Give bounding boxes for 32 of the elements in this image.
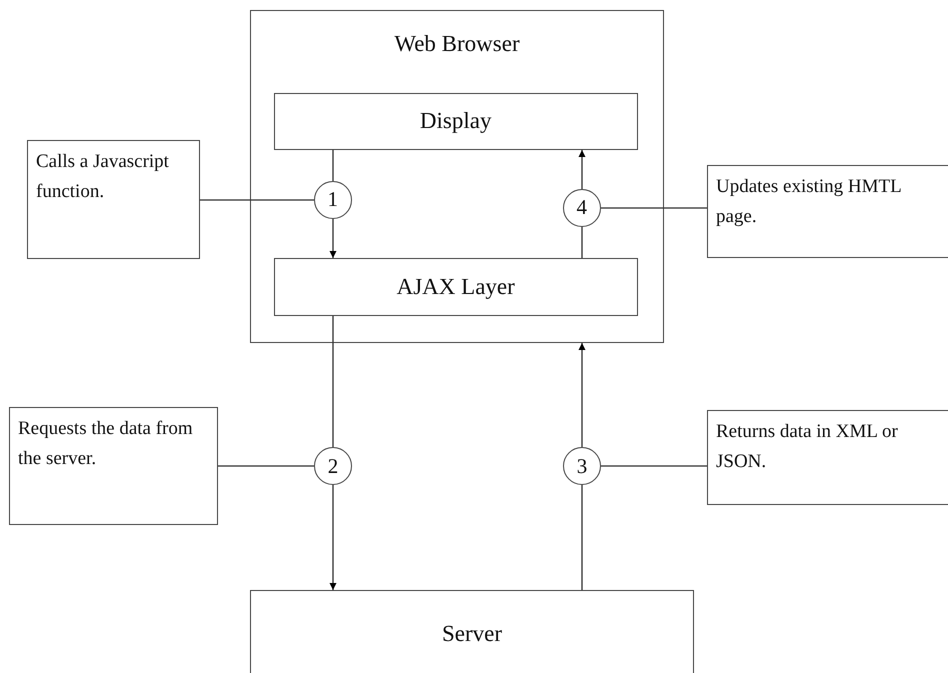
box-label: Server: [442, 621, 502, 647]
leader-line: [200, 199, 314, 201]
process-box: [274, 258, 638, 316]
note-box: [707, 410, 948, 505]
arrow: [578, 343, 586, 447]
box-label: AJAX Layer: [396, 274, 515, 300]
step-number: 2: [328, 454, 338, 478]
box-label: Display: [420, 108, 492, 134]
leader-line: [601, 207, 707, 209]
note-text: Updates existing HMTL page.: [716, 175, 902, 229]
process-box: [274, 92, 638, 150]
arrow: [578, 150, 586, 189]
step-circle: [563, 447, 601, 485]
note-text: Calls a Javascript function.: [36, 150, 170, 204]
arrow: [330, 219, 336, 258]
note-box: [9, 407, 218, 525]
step-circle: [314, 447, 352, 485]
box-label: Web Browser: [394, 31, 520, 57]
note-text: Returns data in XML or JSON.: [716, 420, 899, 474]
note-text: Requests the data from the server.: [18, 417, 194, 471]
note-box: [27, 140, 200, 259]
step-circle: [562, 188, 601, 227]
server-box: [250, 590, 694, 673]
leader-line: [601, 465, 707, 467]
arrow: [330, 485, 336, 590]
leader-line: [218, 465, 314, 467]
browser-frame: [250, 10, 664, 343]
step-number: 1: [327, 187, 338, 212]
step-number: 3: [576, 454, 588, 478]
step-circle: [314, 180, 352, 219]
note-box: [707, 165, 948, 258]
step-number: 4: [576, 195, 587, 220]
